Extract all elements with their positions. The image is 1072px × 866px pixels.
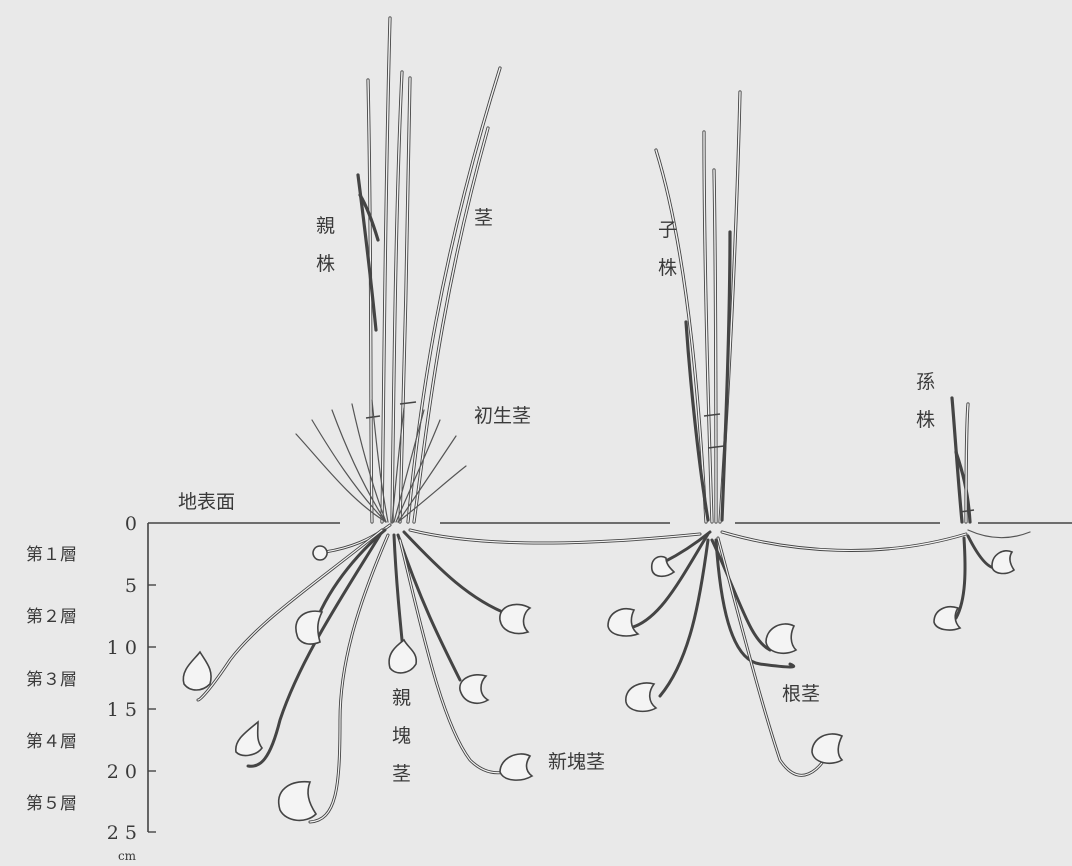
- layer-label-3: 第３層: [26, 670, 77, 690]
- depth-unit: cm: [118, 849, 137, 863]
- parent-tubers: [183, 546, 532, 820]
- depth-tick-25: 2 5: [107, 822, 137, 844]
- depth-tick-0: 0: [125, 513, 137, 535]
- layer-label-1: 第１層: [26, 545, 77, 565]
- depth-axis: 0 5 1 0 1 5 2 0 2 5 cm: [107, 513, 156, 863]
- label-new-tuber: 新塊茎: [548, 751, 605, 773]
- label-ground-surface: 地表面: [178, 491, 235, 513]
- label-grandchild-plant: 孫株: [916, 371, 935, 431]
- label-parent-tuber: 親塊茎: [392, 687, 411, 785]
- label-rhizome: 根茎: [782, 683, 820, 705]
- grandchild-roots: [956, 530, 1030, 618]
- label-parent-plant: 親株: [316, 215, 335, 275]
- label-primary-stem: 初生茎: [474, 405, 531, 427]
- child-plant-stems: [656, 92, 740, 522]
- grandchild-tubers: [934, 551, 1014, 630]
- parent-roots: [198, 525, 700, 822]
- layer-label-2: 第２層: [26, 607, 77, 627]
- layer-labels: 第１層 第２層 第３層 第４層 第５層: [26, 545, 77, 814]
- depth-tick-5: 5: [125, 575, 137, 597]
- label-child-plant: 子株: [658, 219, 677, 279]
- child-roots: [630, 532, 966, 775]
- layer-label-4: 第４層: [26, 732, 77, 752]
- grandchild-plant-stems: [952, 398, 974, 522]
- depth-tick-15: 1 5: [107, 699, 137, 721]
- child-tubers: [608, 557, 842, 764]
- depth-tick-10: 1 0: [107, 637, 137, 659]
- layer-label-5: 第５層: [26, 794, 77, 814]
- label-stem: 茎: [474, 207, 493, 229]
- depth-tick-20: 2 0: [107, 761, 137, 783]
